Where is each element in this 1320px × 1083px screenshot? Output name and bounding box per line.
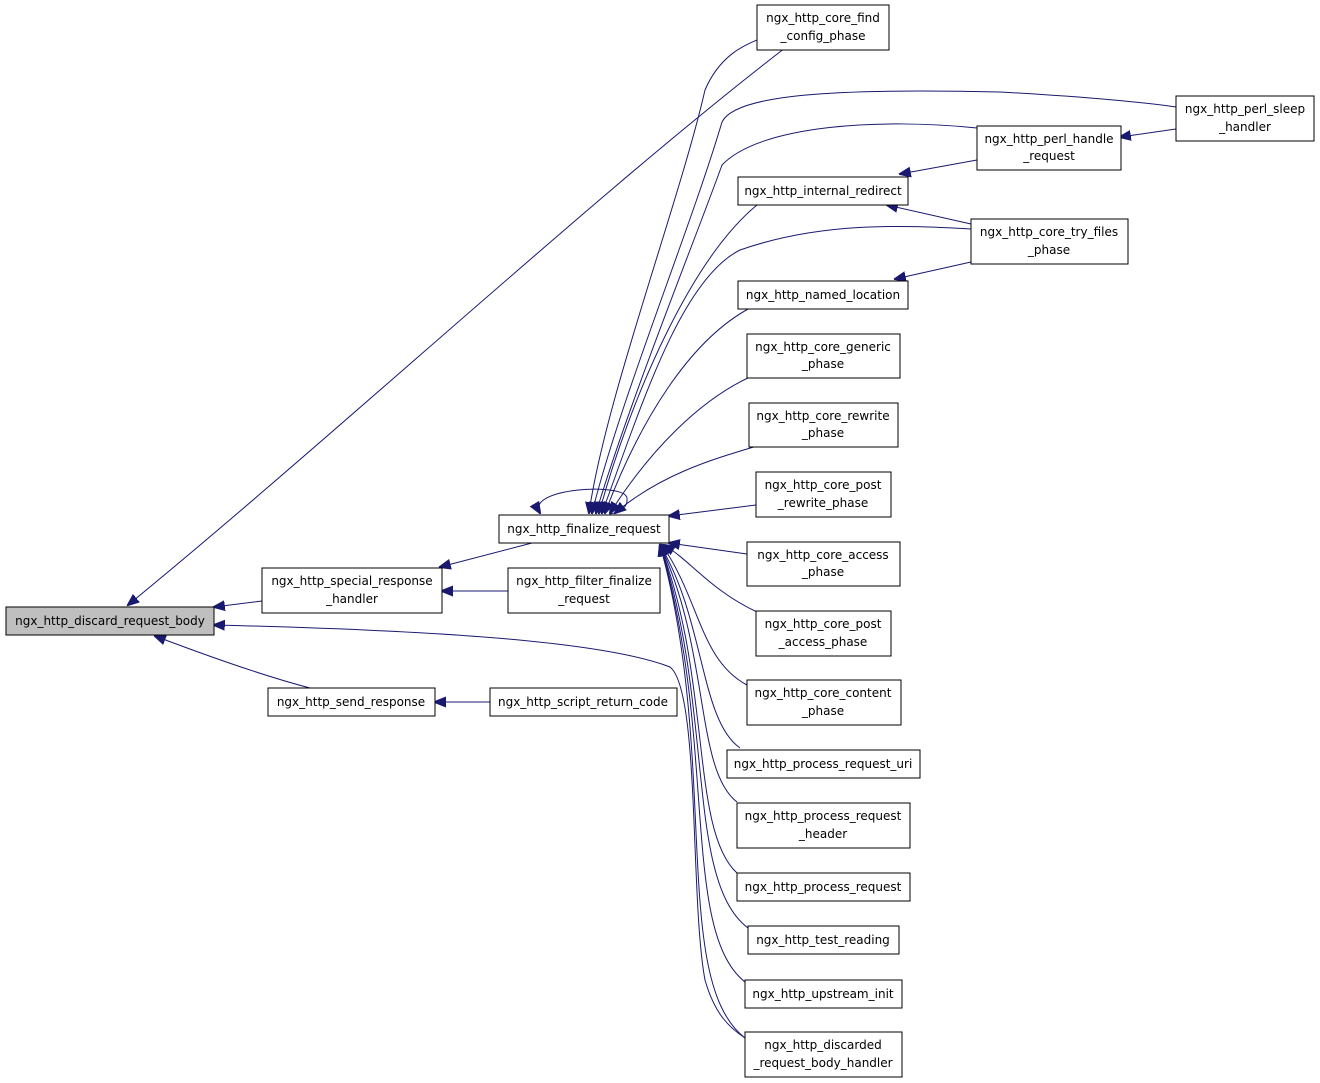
edge-corepostrewrite-to-finalize (669, 504, 757, 516)
nodes-layer: ngx_http_discard_request_body ngx_http_s… (5, 4, 1315, 1078)
edge-perlhandle-to-internalredirect (900, 159, 978, 174)
node-label: ngx_http_process_request_uri (734, 757, 913, 771)
edge-corecontent-to-finalize (662, 545, 748, 686)
edge-perlhandle-to-finalize (596, 123, 978, 513)
edge-procreq-to-finalize (660, 545, 738, 874)
node-label: ngx_http_core_try_files (980, 225, 1118, 239)
node-discarded-request-body-handler[interactable]: ngx_http_discarded _request_body_handler (744, 1031, 903, 1078)
node-label: ngx_http_core_post (765, 478, 882, 492)
edges-layer (128, 39, 1177, 1039)
node-label: ngx_http_filter_finalize (516, 574, 652, 588)
edge-findconfig-to-finalize (589, 39, 758, 513)
node-core-content-phase[interactable]: ngx_http_core_content _phase (746, 679, 902, 726)
node-label: ngx_http_finalize_request (507, 522, 661, 536)
node-core-find-config-phase[interactable]: ngx_http_core_find _config_phase (756, 4, 890, 51)
node-core-access-phase[interactable]: ngx_http_core_access _phase (746, 541, 901, 587)
node-process-request-uri[interactable]: ngx_http_process_request_uri (726, 749, 921, 779)
node-perl-handle-request[interactable]: ngx_http_perl_handle _request (976, 125, 1122, 171)
edge-discardedhandler-to-discard (214, 625, 746, 1039)
edge-coreaccess-to-finalize (669, 543, 748, 555)
edge-procrequri-to-finalize (660, 545, 741, 749)
node-label: ngx_http_discarded (764, 1038, 881, 1052)
node-test-reading[interactable]: ngx_http_test_reading (747, 925, 900, 955)
edge-upstreaminit-to-finalize (660, 545, 746, 983)
edge-perlsleep-to-finalize (592, 90, 1177, 513)
node-label: _phase (801, 704, 844, 718)
node-perl-sleep-handler[interactable]: ngx_http_perl_sleep _handler (1175, 95, 1315, 142)
node-internal-redirect[interactable]: ngx_http_internal_redirect (737, 176, 909, 206)
node-label: ngx_http_script_return_code (498, 695, 668, 709)
node-label: ngx_http_perl_handle (984, 132, 1113, 146)
node-core-rewrite-phase[interactable]: ngx_http_core_rewrite _phase (748, 402, 899, 448)
node-label: _request_body_handler (752, 1056, 892, 1070)
node-label: ngx_http_named_location (746, 288, 900, 302)
node-process-request[interactable]: ngx_http_process_request (736, 872, 911, 902)
node-label: _header (798, 827, 847, 841)
node-label: _request (557, 592, 610, 606)
node-core-post-rewrite-phase[interactable]: ngx_http_core_post _rewrite_phase (755, 471, 892, 518)
node-label: _config_phase (780, 29, 866, 43)
edge-finalize-self (538, 488, 628, 514)
edge-internalredirect-to-finalize (599, 204, 758, 513)
edge-procreqheader-to-finalize (660, 545, 738, 803)
edge-corerewrite-to-finalize (615, 445, 758, 513)
node-label: _phase (1027, 243, 1070, 257)
node-script-return-code[interactable]: ngx_http_script_return_code (489, 687, 678, 717)
node-label: _handler (1218, 120, 1271, 134)
edge-tryfiles-to-internalredirect (887, 205, 972, 225)
node-core-try-files-phase[interactable]: ngx_http_core_try_files _phase (970, 218, 1129, 265)
node-label: ngx_http_special_response (271, 574, 432, 588)
node-label: _handler (325, 592, 378, 606)
node-upstream-init[interactable]: ngx_http_upstream_init (744, 979, 903, 1009)
node-core-generic-phase[interactable]: ngx_http_core_generic _phase (746, 333, 901, 379)
node-label: ngx_http_discard_request_body (15, 614, 205, 628)
edge-discardedhandler-to-finalize (660, 545, 746, 1039)
edge-namedlocation-to-finalize (605, 307, 751, 513)
node-label: ngx_http_core_generic (755, 340, 891, 354)
node-label: ngx_http_core_content (755, 686, 892, 700)
node-finalize-request[interactable]: ngx_http_finalize_request (498, 514, 670, 544)
edge-testreading-to-finalize (660, 545, 749, 929)
node-label: ngx_http_send_response (277, 695, 425, 709)
edge-findconfig-to-discard (128, 47, 786, 605)
edge-finalize-to-special (440, 542, 533, 567)
edge-perlsleep-to-perlhandle (1120, 128, 1177, 137)
node-label: ngx_http_upstream_init (752, 987, 894, 1001)
node-process-request-header[interactable]: ngx_http_process_request _header (736, 802, 911, 849)
edge-tryfiles-to-namedlocation (895, 261, 972, 279)
node-label: ngx_http_perl_sleep (1185, 102, 1305, 116)
node-label: ngx_http_internal_redirect (744, 184, 902, 198)
node-label: _phase (801, 565, 844, 579)
node-label: ngx_http_core_rewrite (756, 409, 889, 423)
node-label: ngx_http_core_access (757, 548, 888, 562)
node-label: _phase (801, 426, 844, 440)
node-send-response[interactable]: ngx_http_send_response (267, 687, 436, 717)
node-label: ngx_http_core_find (766, 11, 880, 25)
node-discard-request-body[interactable]: ngx_http_discard_request_body (5, 606, 215, 636)
node-label: ngx_http_core_post (765, 617, 882, 631)
node-core-post-access-phase[interactable]: ngx_http_core_post _access_phase (755, 610, 892, 657)
edge-send-to-discard (155, 636, 311, 689)
edge-special-to-discard (214, 601, 263, 607)
node-label: ngx_http_process_request (745, 809, 902, 823)
edge-coregeneric-to-finalize (610, 376, 751, 513)
node-label: _access_phase (778, 635, 868, 649)
node-label: ngx_http_process_request (745, 880, 902, 894)
node-special-response-handler[interactable]: ngx_http_special_response _handler (261, 567, 443, 614)
node-label: _rewrite_phase (777, 496, 868, 510)
node-named-location[interactable]: ngx_http_named_location (737, 280, 909, 310)
node-label: _phase (801, 357, 844, 371)
node-label: ngx_http_test_reading (756, 933, 890, 947)
node-filter-finalize-request[interactable]: ngx_http_filter_finalize _request (507, 567, 661, 614)
node-label: _request (1022, 149, 1075, 163)
edge-tryfiles-to-finalize (602, 225, 972, 513)
